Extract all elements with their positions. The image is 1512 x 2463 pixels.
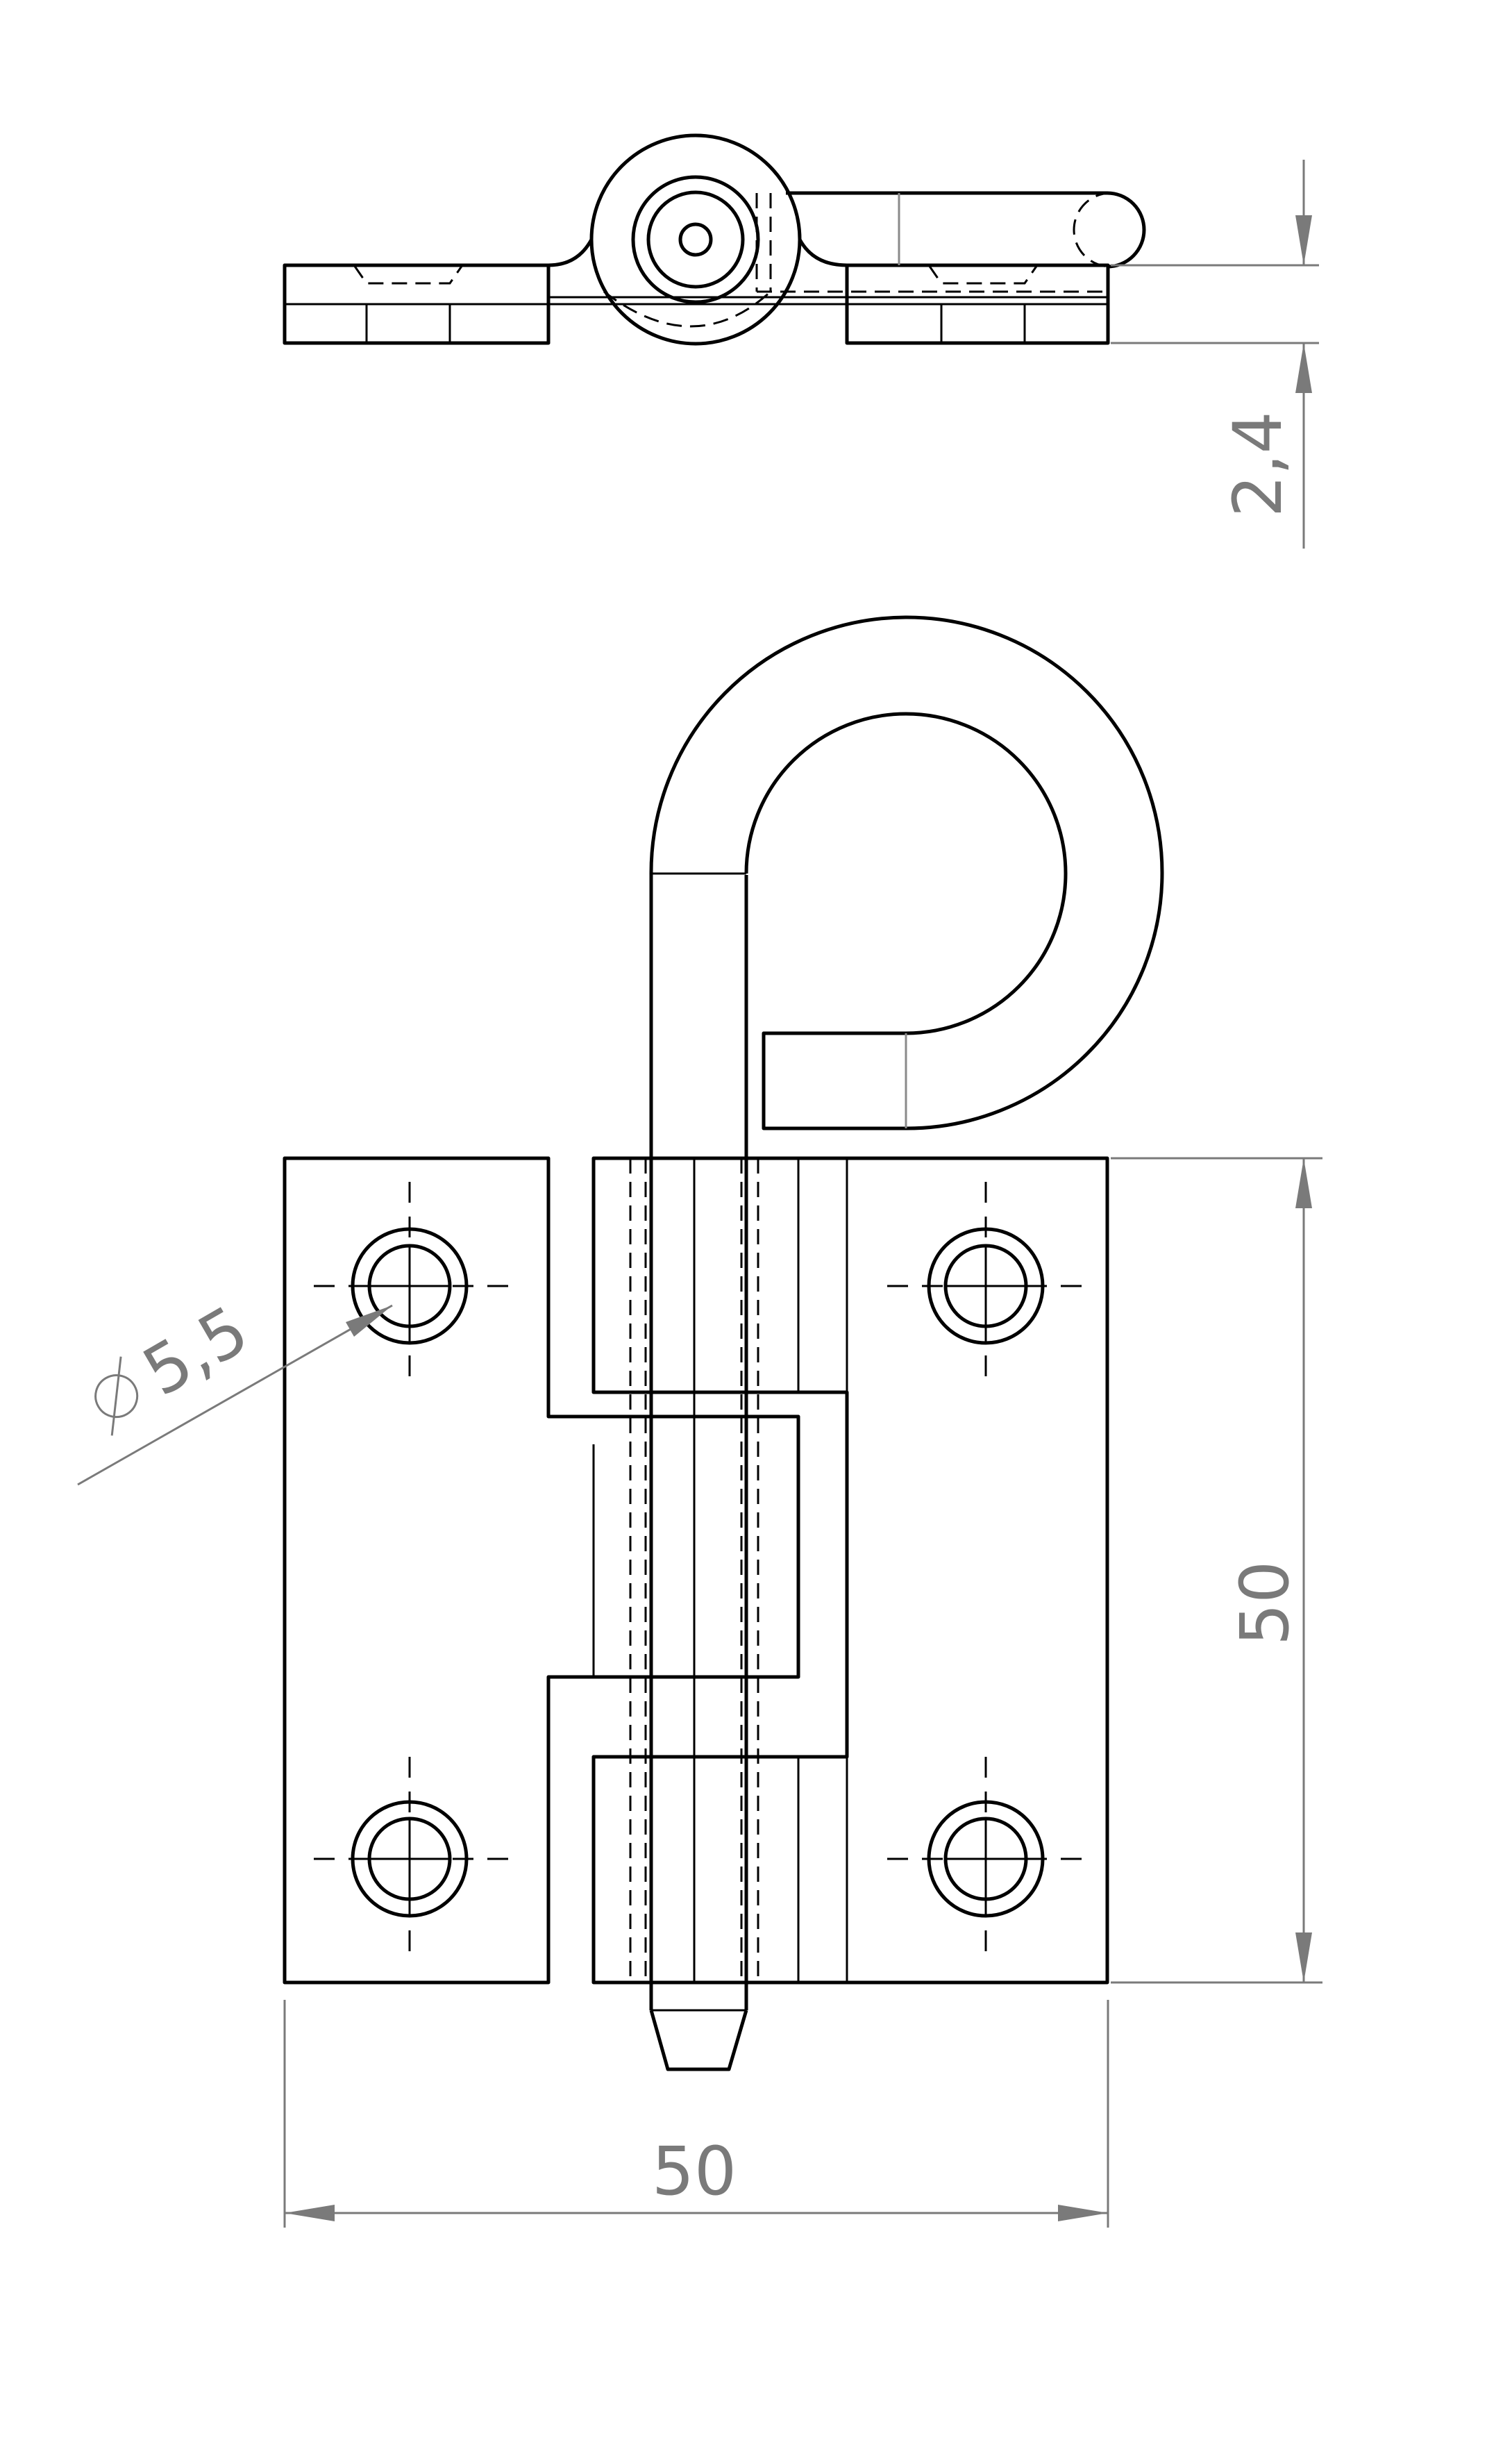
dimension-thickness: 2,4 (1111, 160, 1319, 549)
mounting-hole-bottom-left (314, 1757, 514, 1962)
dimension-width-label: 50 (652, 2132, 737, 2210)
dimension-width-arrow-right (1058, 2205, 1108, 2221)
dimension-hole-arrow (346, 1305, 392, 1337)
dimension-thickness-arrow-bottom (1295, 343, 1312, 393)
dimension-width-arrow-left (285, 2205, 335, 2221)
dimension-hole-label: 5,5 (131, 1291, 261, 1411)
dimension-hole-diameter: 5,5 (77, 1291, 393, 1486)
right-leaf-outline (591, 1156, 1109, 1985)
dimension-thickness-label: 2,4 (1219, 411, 1297, 517)
top-view-hook-end-hidden (1073, 192, 1111, 268)
top-view (283, 133, 1146, 346)
top-view-pin (646, 190, 745, 289)
front-view (283, 615, 1164, 2071)
dimension-height-arrow-bottom (1295, 1932, 1312, 1982)
top-view-right-fillet (798, 238, 848, 267)
dimension-thickness-arrow-top (1295, 215, 1312, 265)
top-view-knuckle-outer (589, 133, 802, 346)
top-view-pin-center-hole (678, 222, 713, 257)
left-leaf-outline (283, 1156, 800, 1985)
mounting-hole-bottom-right (887, 1757, 1084, 1962)
dimension-width: 50 (283, 2000, 1109, 2228)
mounting-hole-top-right (887, 1182, 1084, 1389)
pin-tip (649, 2010, 748, 2071)
dimension-height-label: 50 (1226, 1561, 1304, 1646)
top-view-knuckle-inner (631, 175, 760, 304)
pin-hook (649, 615, 1164, 1130)
top-view-knuckle-hidden-arc (603, 290, 772, 328)
dimension-height-arrow-top (1295, 1158, 1312, 1208)
top-view-right-countersink-hidden (927, 265, 1039, 285)
top-view-hook-arm-end (1107, 191, 1146, 269)
dimension-height: 50 (1111, 1157, 1322, 1984)
top-view-left-fillet (548, 238, 594, 267)
mounting-hole-top-left (314, 1182, 514, 1389)
top-view-left-countersink-hidden (353, 265, 464, 285)
diameter-icon (94, 1356, 139, 1436)
